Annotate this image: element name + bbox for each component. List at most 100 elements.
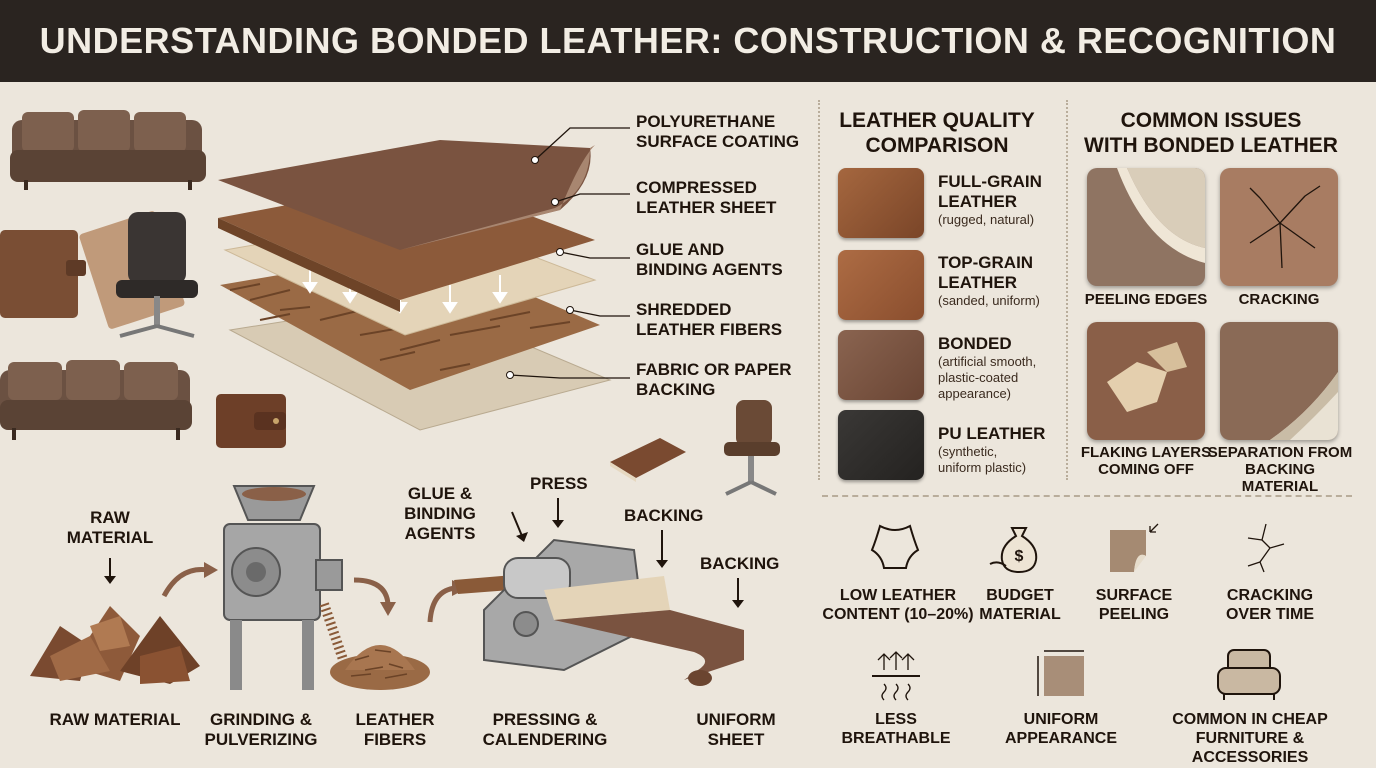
peeling-edges-image bbox=[1087, 168, 1205, 286]
glue-binding-label: GLUE & BINDING AGENTS bbox=[392, 484, 488, 544]
money-bag-icon: $ bbox=[989, 527, 1038, 574]
uniform-square-icon bbox=[1037, 650, 1084, 696]
trait-label: COMMON IN CHEAP FURNITURE & ACCESSORIES bbox=[1140, 710, 1360, 767]
grinder-machine bbox=[223, 485, 343, 690]
office-chair-icon bbox=[116, 212, 198, 338]
leader-lines bbox=[506, 127, 630, 379]
layer-label-fibers: SHREDDED LEATHER FIBERS bbox=[636, 300, 782, 340]
issue-label-line: COMING OFF bbox=[1098, 461, 1194, 478]
page-title: UNDERSTANDING BONDED LEATHER: CONSTRUCTI… bbox=[39, 20, 1337, 61]
quality-name: PU LEATHER bbox=[938, 424, 1046, 443]
process-line: UNIFORM bbox=[696, 710, 776, 729]
trait-line: LOW LEATHER bbox=[839, 587, 957, 604]
full-grain-label: FULL-GRAIN LEATHER (rugged, natural) bbox=[938, 172, 1042, 228]
step-label-pressing: PRESSING & CALENDERING bbox=[470, 710, 620, 750]
trait-line: MATERIAL bbox=[979, 606, 1061, 623]
quality-desc: appearance) bbox=[938, 386, 1011, 401]
quality-desc: (rugged, natural) bbox=[938, 212, 1035, 227]
trait-line: UNIFORM bbox=[1023, 711, 1099, 728]
process-line: AGENTS bbox=[404, 524, 476, 543]
divider bbox=[818, 100, 820, 480]
quality-name: BONDED bbox=[938, 334, 1012, 353]
leather-hide-icon bbox=[870, 524, 920, 569]
trait-line: OVER TIME bbox=[1225, 606, 1314, 623]
process-line: BINDING bbox=[404, 504, 476, 523]
separation-image bbox=[1220, 322, 1338, 440]
layer-label-line: LEATHER SHEET bbox=[636, 198, 777, 217]
layer-label-glue: GLUE AND BINDING AGENTS bbox=[636, 240, 783, 280]
process-line: MATERIAL bbox=[66, 528, 154, 547]
trait-line: APPEARANCE bbox=[1004, 730, 1117, 747]
top-grain-label: TOP-GRAIN LEATHER (sanded, uniform) bbox=[938, 253, 1040, 309]
pu-leather-label: PU LEATHER (synthetic, uniform plastic) bbox=[938, 424, 1045, 476]
flaking-layers-label: FLAKING LAYERS COMING OFF bbox=[1076, 444, 1216, 478]
backing-label-2: BACKING bbox=[700, 554, 780, 573]
heat-arrows-icon bbox=[872, 651, 920, 701]
issues-heading: COMMON ISSUES WITH BONDED LEATHER bbox=[1078, 108, 1344, 158]
trait-line: BREATHABLE bbox=[841, 730, 951, 747]
trait-line: COMMON IN CHEAP bbox=[1172, 711, 1328, 728]
sofa-icon bbox=[0, 360, 192, 440]
layer-label-line: POLYURETHANE bbox=[636, 112, 776, 131]
bonded-label: BONDED (artificial smooth, plastic-coate… bbox=[938, 334, 1036, 402]
heading-line: WITH BONDED LEATHER bbox=[1084, 134, 1338, 157]
process-line: RAW bbox=[90, 508, 130, 527]
layer-label-line: BINDING AGENTS bbox=[636, 260, 783, 279]
layer-label-line: SURFACE COATING bbox=[636, 132, 800, 151]
step-label-grinding: GRINDING & PULVERIZING bbox=[196, 710, 326, 750]
process-line: PRESSING & bbox=[492, 710, 598, 729]
down-arrow-icon bbox=[732, 578, 744, 608]
down-arrow-icon bbox=[552, 498, 564, 528]
trait-line: CONTENT (10–20%) bbox=[822, 606, 974, 623]
layer-label-line: FABRIC OR PAPER bbox=[636, 360, 792, 379]
press-machine bbox=[454, 538, 744, 686]
notebook-icon bbox=[610, 438, 686, 482]
trait-line: SURFACE bbox=[1095, 587, 1173, 604]
pu-leather-swatch bbox=[838, 410, 924, 480]
wallet-icon bbox=[216, 394, 286, 448]
trait-label: CRACKING OVER TIME bbox=[1206, 586, 1334, 624]
quality-name: LEATHER bbox=[938, 192, 1018, 211]
top-grain-swatch bbox=[838, 250, 924, 320]
trait-label: LOW LEATHER CONTENT (10–20%) bbox=[818, 586, 978, 624]
layer-label-backing: FABRIC OR PAPER BACKING bbox=[636, 360, 792, 400]
peeling-surface-icon bbox=[1110, 523, 1159, 572]
raw-material-top-label: RAW MATERIAL bbox=[40, 508, 180, 548]
crack-icon bbox=[1247, 523, 1285, 573]
process-line: FIBERS bbox=[363, 730, 427, 749]
step-label-uniform: UNIFORM SHEET bbox=[676, 710, 796, 750]
layer-stack-diagram bbox=[218, 140, 612, 431]
heading-line: COMMON ISSUES bbox=[1120, 109, 1302, 132]
trait-label: BUDGET MATERIAL bbox=[970, 586, 1070, 624]
full-grain-swatch bbox=[838, 168, 924, 238]
process-line: GRINDING & bbox=[210, 710, 312, 729]
quality-desc: (synthetic, bbox=[938, 444, 998, 459]
down-arrow-icon bbox=[511, 511, 528, 542]
cracking-image bbox=[1220, 168, 1338, 286]
separation-label: SEPARATION FROM BACKING MATERIAL bbox=[1206, 444, 1354, 495]
curved-arrow-icon bbox=[161, 562, 218, 598]
svg-text:$: $ bbox=[1015, 548, 1024, 565]
peeling-edges-label: PEELING EDGES bbox=[1084, 291, 1208, 308]
down-arrows bbox=[302, 265, 508, 314]
trait-line: PEELING bbox=[1098, 606, 1170, 623]
issue-label-line: SEPARATION FROM bbox=[1207, 444, 1353, 461]
pu-coating-layer bbox=[218, 140, 591, 250]
bonded-swatch bbox=[838, 330, 924, 400]
process-line: CALENDERING bbox=[482, 730, 608, 749]
curved-arrow-icon bbox=[353, 577, 396, 616]
layer-label-line: LEATHER FIBERS bbox=[636, 320, 783, 339]
trait-line: CRACKING bbox=[1226, 587, 1314, 604]
armchair-icon bbox=[1217, 649, 1281, 700]
divider bbox=[1066, 100, 1068, 480]
cracking-label: CRACKING bbox=[1238, 291, 1320, 308]
process-line: LEATHER bbox=[355, 710, 435, 729]
quality-desc: plastic-coated bbox=[938, 370, 1019, 385]
layer-label-line: SHREDDED bbox=[636, 300, 732, 319]
trait-line: BUDGET bbox=[986, 587, 1054, 604]
flaking-layers-image bbox=[1087, 322, 1205, 440]
quality-heading: LEATHER QUALITY COMPARISON bbox=[828, 108, 1046, 158]
divider bbox=[822, 495, 1352, 497]
issue-label-line: BACKING MATERIAL bbox=[1241, 461, 1319, 495]
heading-line: LEATHER QUALITY bbox=[839, 109, 1035, 132]
